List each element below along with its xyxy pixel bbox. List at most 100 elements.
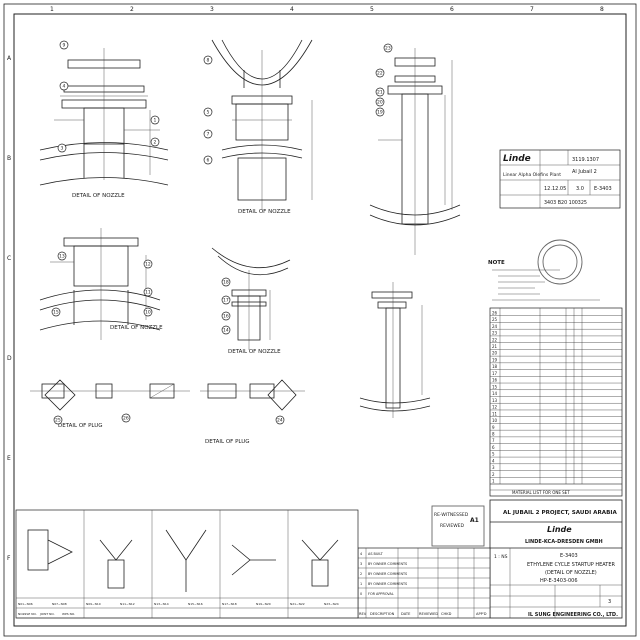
balloon-22: 22 xyxy=(375,68,385,78)
zone-number: 8 xyxy=(600,6,604,13)
bom-row-number: 11 xyxy=(492,411,498,416)
drawing-title-line-1: ETHYLENE CYCLE STARTUP HEATER xyxy=(527,562,616,568)
svg-text:13: 13 xyxy=(59,254,65,260)
edge-zone-letters: A B C D E F xyxy=(7,55,12,562)
svg-text:BY OWNER COMMENTS: BY OWNER COMMENTS xyxy=(368,582,407,586)
bom-row-number: 10 xyxy=(492,418,498,423)
project-title: AL JUBAIL 2 PROJECT, SAUDI ARABIA xyxy=(503,510,617,516)
svg-text:N07~N08: N07~N08 xyxy=(52,602,67,606)
balloon-11: 11 xyxy=(143,287,153,297)
balloon-1: 1 xyxy=(150,115,160,125)
sheet-inner-border xyxy=(13,13,627,627)
svg-text:3: 3 xyxy=(360,562,362,566)
svg-text:4: 4 xyxy=(360,552,362,556)
bom-row-number: 2 xyxy=(492,472,495,477)
balloon-20: 20 xyxy=(375,97,385,107)
svg-text:N13~N14: N13~N14 xyxy=(154,602,169,606)
weld-bar-labels: NOZZLE NO. JOINT NO. WPS NO. xyxy=(18,612,75,616)
balloon-17: 17 xyxy=(221,295,231,305)
weld-detail-strip xyxy=(15,509,359,619)
svg-text:7: 7 xyxy=(207,132,210,138)
svg-text:10: 10 xyxy=(145,310,151,316)
drawing-number: HP-E-3403-006 xyxy=(540,578,578,584)
balloon-2: 2 xyxy=(150,137,160,147)
zone-letter: C xyxy=(7,255,11,262)
svg-text:N19~N20: N19~N20 xyxy=(256,602,271,606)
nozzle-detail-6-drawing xyxy=(359,282,431,418)
review-stamp xyxy=(431,505,485,547)
revision-row: 1 BY OWNER COMMENTS xyxy=(360,582,407,586)
bom-row-number: 7 xyxy=(492,438,495,443)
zone-number: 7 xyxy=(530,6,534,13)
svg-text:26: 26 xyxy=(123,416,129,422)
project-title-block xyxy=(489,499,623,619)
svg-text:WPS NO.: WPS NO. xyxy=(62,612,75,616)
svg-text:25: 25 xyxy=(55,418,61,424)
part-balloons: 9 4 1 2 3 8 5 7 6 23 22 21 20 19 13 12 1… xyxy=(51,40,393,425)
bom-row-number: 14 xyxy=(492,391,498,396)
bom-row-number: 9 xyxy=(492,425,495,430)
bom-row-number: 20 xyxy=(492,351,498,356)
bom-row-number: 17 xyxy=(492,371,498,376)
balloon-12: 12 xyxy=(143,259,153,269)
svg-text:1: 1 xyxy=(360,582,362,586)
nozzle-detail-1-drawing xyxy=(39,48,169,186)
balloon-25: 25 xyxy=(53,415,63,425)
balloon-19: 19 xyxy=(375,107,385,117)
svg-text:N17~N18: N17~N18 xyxy=(222,602,237,606)
bom-row-number: 8 xyxy=(492,431,495,436)
svg-text:8: 8 xyxy=(207,58,210,64)
plug-detail-2-drawing xyxy=(200,379,305,411)
revision-header-desc: DESCRIPTION xyxy=(370,612,395,616)
svg-text:JOINT NO.: JOINT NO. xyxy=(39,612,55,616)
nozzle-detail-2-title: DETAIL OF NOZZLE xyxy=(238,209,291,215)
bom-row-number: 1 xyxy=(492,479,495,484)
bom-row-number: 4 xyxy=(492,458,495,463)
bom-row-number: 25 xyxy=(492,317,498,322)
svg-text:N01~N06: N01~N06 xyxy=(18,602,33,606)
svg-text:4: 4 xyxy=(63,84,66,90)
revision-table-header: REV DESCRIPTION DATE REVIEWED CHKD APP'D xyxy=(359,612,487,616)
linde-revision-block xyxy=(499,149,621,209)
bom-row-number: 5 xyxy=(492,452,495,457)
svg-text:18: 18 xyxy=(223,280,229,286)
zone-letter: A xyxy=(7,55,12,62)
svg-text:0: 0 xyxy=(360,592,362,596)
balloon-8: 8 xyxy=(203,55,213,65)
bom-row-number: 22 xyxy=(492,337,498,342)
drawing-scale: 1 : NS xyxy=(494,554,508,560)
revision-rows: 4 AS BUILT 3 BY OWNER COMMENTS 2 BY OWNE… xyxy=(360,552,407,596)
svg-text:NOZZLE NO.: NOZZLE NO. xyxy=(18,612,37,616)
balloon-16: 16 xyxy=(221,311,231,321)
balloon-24: 24 xyxy=(275,415,285,425)
svg-text:16: 16 xyxy=(223,314,229,320)
zone-number: 5 xyxy=(370,6,374,13)
project-number: 3119.1307 xyxy=(572,157,599,163)
svg-text:24: 24 xyxy=(277,418,283,424)
svg-text:2: 2 xyxy=(154,140,157,146)
svg-text:FOR APPROVAL: FOR APPROVAL xyxy=(368,592,394,596)
zone-number: 4 xyxy=(290,6,294,13)
drawing-title-line-2: (DETAIL OF NOZZLE) xyxy=(545,570,597,576)
svg-text:6: 6 xyxy=(207,158,210,164)
svg-text:N09~N10: N09~N10 xyxy=(86,602,101,606)
bom-row-number: 3 xyxy=(492,465,495,470)
stamp-text-1: RE-WITNESSED xyxy=(434,512,469,518)
contractor-name: IL SUNG ENGINEERING CO., LTD. xyxy=(528,612,618,618)
linde-logo-text: Linde xyxy=(503,154,531,164)
bom-row-number: 12 xyxy=(492,405,498,410)
balloon-18: 18 xyxy=(221,277,231,287)
plug-detail-1-title: DETAIL OF PLUG xyxy=(58,423,102,429)
balloon-6: 6 xyxy=(203,155,213,165)
revision-row: 2 BY OWNER COMMENTS xyxy=(360,572,407,576)
stamp-text-2: REVIEWED xyxy=(440,523,465,529)
balloon-26: 26 xyxy=(121,413,131,423)
revision-row: 0 FOR APPROVAL xyxy=(360,592,394,596)
revision-header-reviewed: REVIEWED xyxy=(419,612,438,616)
svg-text:2: 2 xyxy=(360,572,362,576)
revision-table xyxy=(357,547,491,619)
balloon-14: 14 xyxy=(221,325,231,335)
balloon-7: 7 xyxy=(203,129,213,139)
balloon-10: 10 xyxy=(143,307,153,317)
svg-text:N11~N12: N11~N12 xyxy=(120,602,135,606)
